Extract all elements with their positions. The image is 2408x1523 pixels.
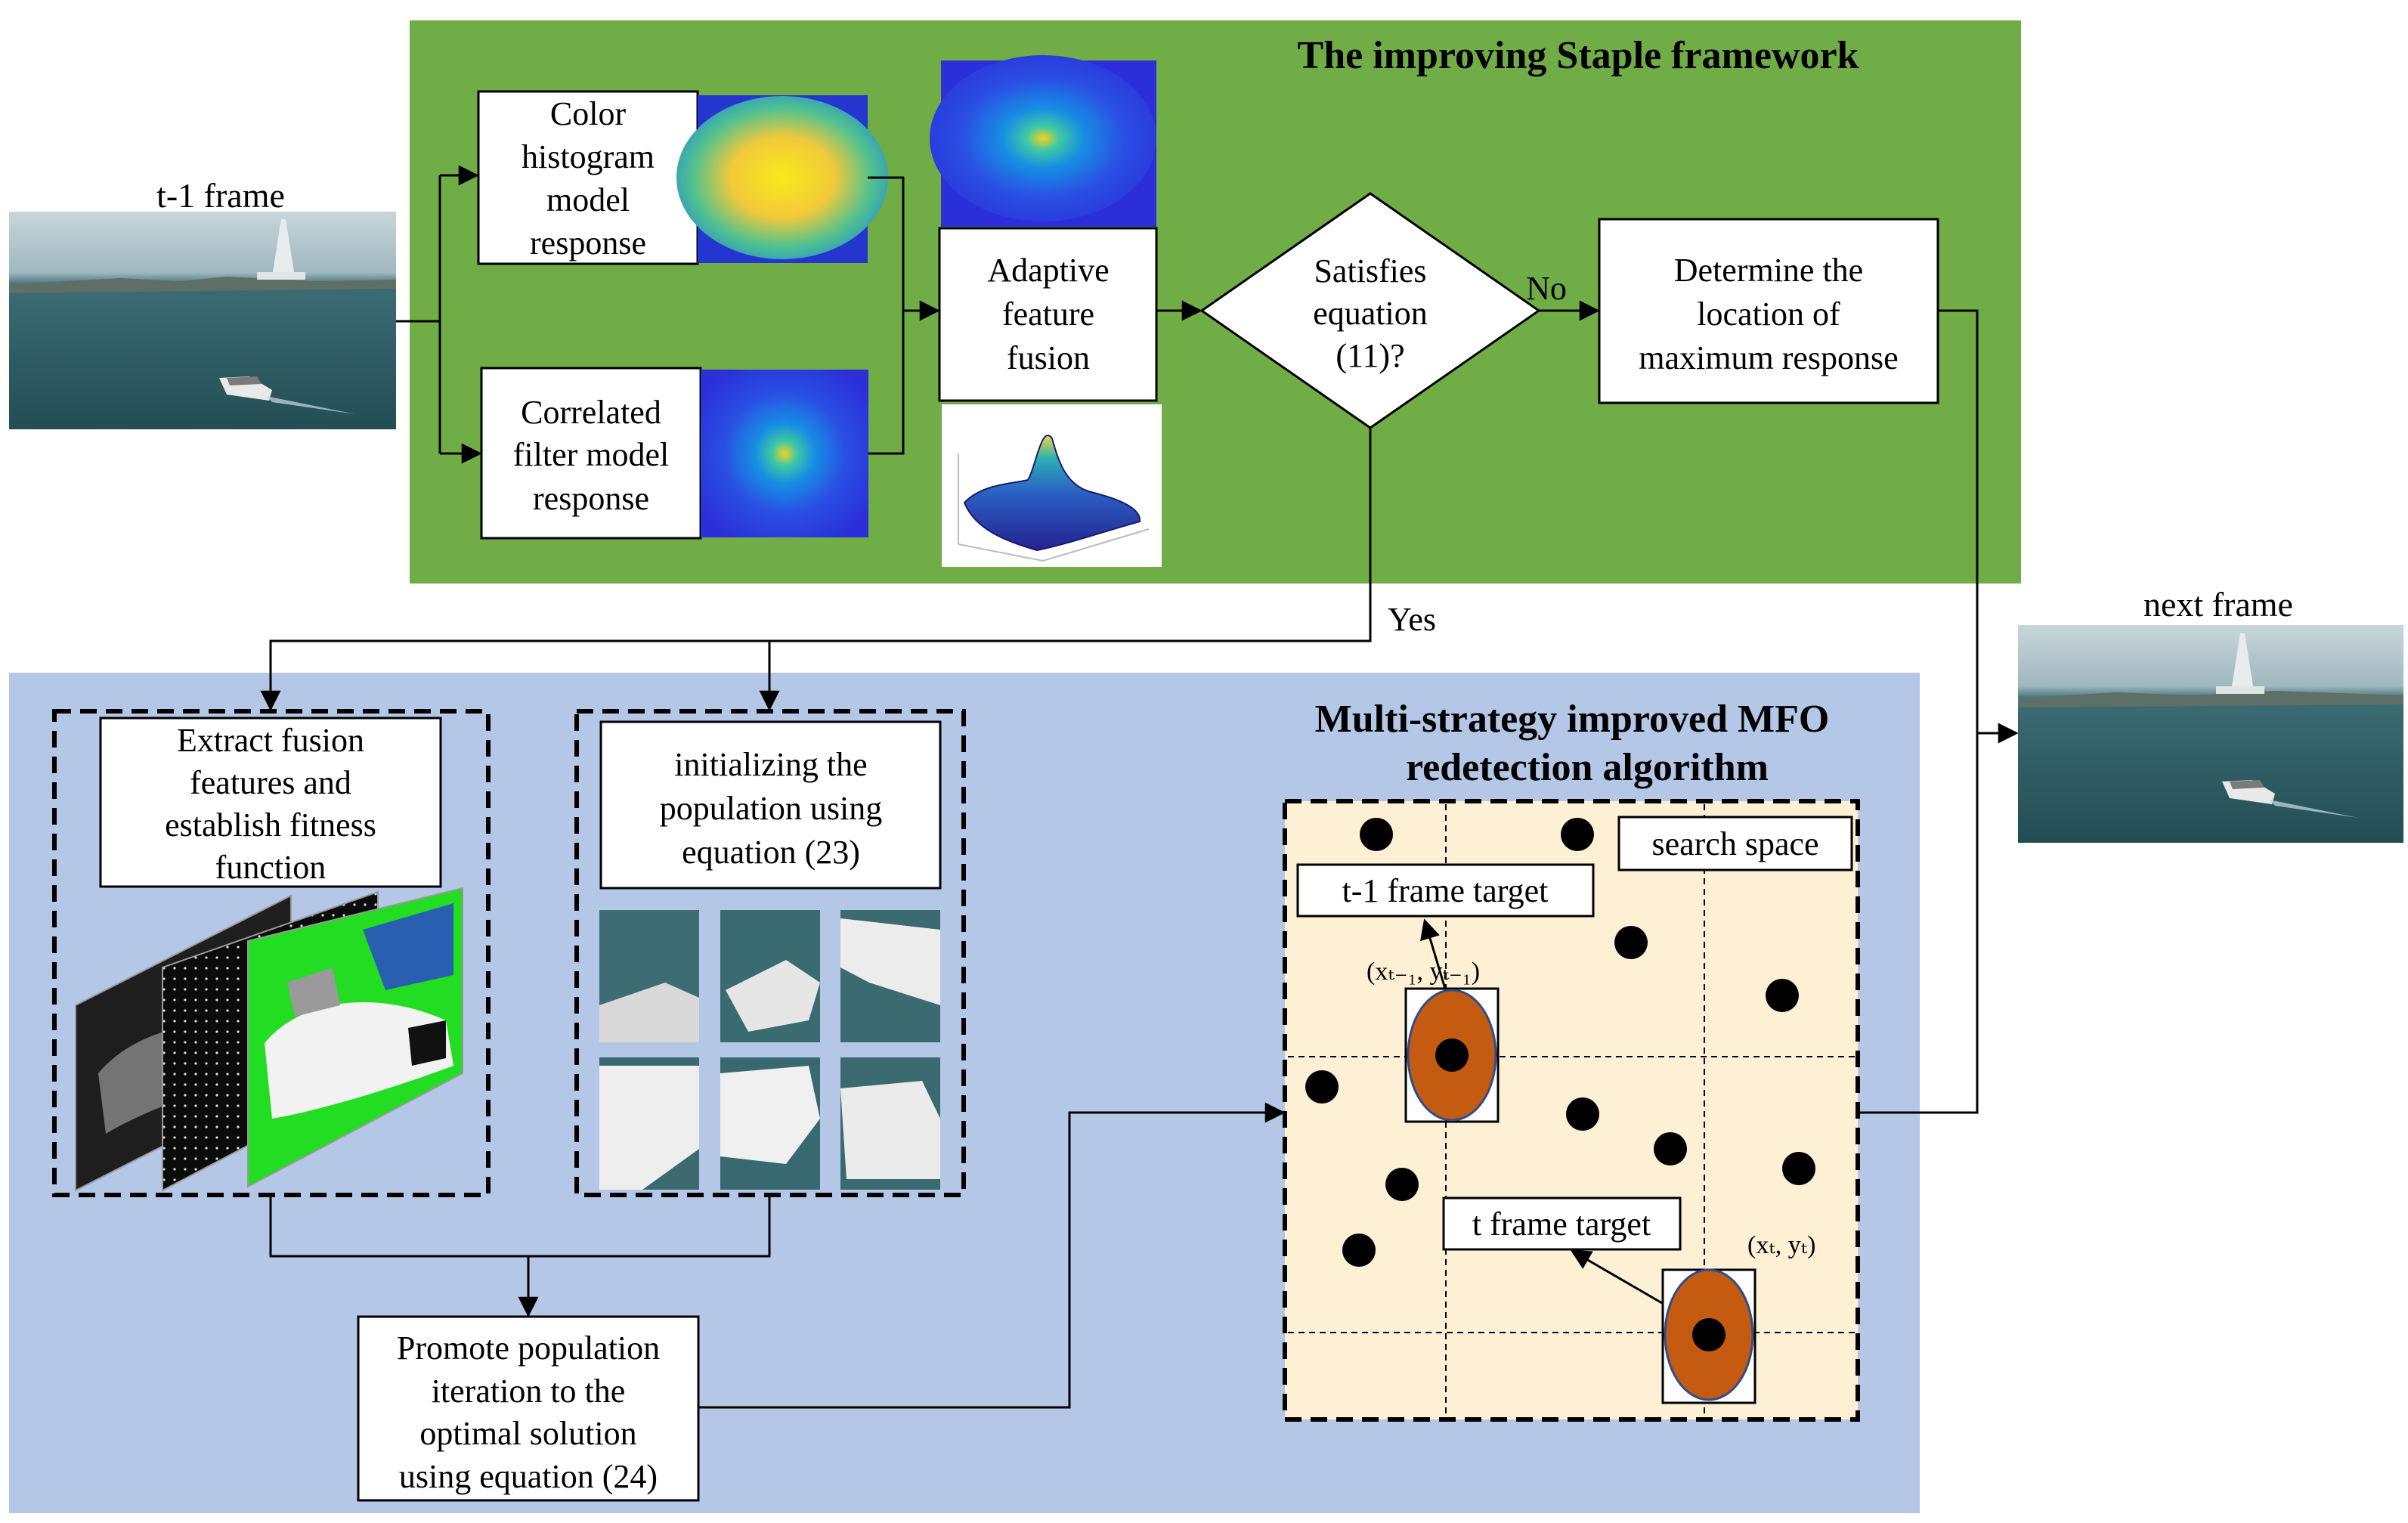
max-response-text-1: Determine the [1674, 252, 1863, 289]
staple-title: The improving Staple framework [1298, 34, 1859, 77]
prev-target-label: t-1 frame target [1342, 872, 1549, 909]
adaptive-fusion-box [938, 227, 1158, 402]
mfo-connectors [269, 733, 1979, 1409]
extract-features-box [99, 717, 442, 888]
max-response-text-3: maximum response [1639, 339, 1898, 376]
extract-features-text-2: features and [190, 764, 351, 801]
correlated-filter-box [480, 367, 702, 540]
correlated-filter-text-1: Correlated [521, 394, 661, 431]
prev-frame-label: t-1 frame [156, 176, 285, 215]
max-response-box [1598, 218, 1939, 404]
moth-particles [1305, 818, 1815, 1267]
adaptive-fusion-text-1: Adaptive [987, 252, 1109, 289]
search-space-label: search space [1651, 825, 1818, 862]
prev-target-label-box [1296, 863, 1595, 918]
feature-map-stack [75, 887, 463, 1192]
promote-population-text-2: iteration to the [432, 1373, 626, 1410]
adaptive-fusion-text-2: feature [1002, 296, 1094, 333]
curr-target-label-box [1442, 1196, 1682, 1251]
prev-frame-image [9, 212, 396, 429]
decision-text-3: (11)? [1336, 337, 1404, 374]
color-histogram-text-4: response [530, 224, 646, 262]
fusion-heatmap [930, 55, 1156, 227]
extract-features-text-1: Extract fusion [177, 722, 364, 759]
prev-frame-target [1404, 987, 1500, 1123]
promote-population-box [357, 1315, 700, 1502]
staple-connectors [260, 165, 2019, 744]
decision-text-1: Satisfies [1314, 252, 1426, 289]
next-frame-label: next frame [2143, 585, 2293, 624]
next-frame-image [2018, 625, 2403, 843]
curr-target-coordinate: (xₜ, yₜ) [1747, 1231, 1815, 1259]
promote-population-text-3: optimal solution [419, 1415, 636, 1452]
color-histogram-text-3: model [546, 181, 630, 218]
no-branch-label: No [1526, 270, 1567, 307]
init-population-text-3: equation (23) [682, 834, 860, 871]
color-histogram-text-1: Color [550, 95, 627, 132]
response-surface-plot [942, 404, 1162, 567]
curr-target-label: t frame target [1472, 1206, 1651, 1243]
adaptive-fusion-text-3: fusion [1007, 339, 1090, 376]
color-histogram-heatmap [676, 95, 888, 263]
correlated-filter-heatmap [701, 370, 868, 537]
yes-branch-label: Yes [1388, 601, 1436, 638]
max-response-text-2: location of [1697, 296, 1840, 333]
prev-target-coordinate: (xₜ₋₁, yₜ₋₁) [1366, 958, 1480, 986]
color-histogram-box [477, 90, 699, 265]
target-pointer-arrows [1420, 918, 1677, 1313]
search-space-label-box [1617, 816, 1853, 871]
promote-population-text-4: using equation (24) [399, 1458, 658, 1495]
mfo-title-line1: Multi-strategy improved MFO [1315, 698, 1830, 741]
extract-features-text-3: establish fitness [165, 806, 376, 844]
correlated-filter-text-2: filter model [513, 436, 670, 473]
promote-population-text-1: Promote population [397, 1330, 660, 1367]
population-thumbnails [599, 910, 940, 1190]
color-histogram-text-2: histogram [522, 138, 655, 175]
init-population-text-2: population using [660, 790, 883, 827]
init-population-box [599, 720, 942, 890]
extract-features-text-4: function [215, 849, 327, 886]
init-population-text-1: initializing the [674, 746, 867, 783]
curr-frame-target [1661, 1268, 1756, 1404]
correlated-filter-text-3: response [533, 480, 649, 517]
decision-text-2: equation [1313, 295, 1428, 332]
mfo-title-line2: redetection algorithm [1406, 746, 1769, 789]
